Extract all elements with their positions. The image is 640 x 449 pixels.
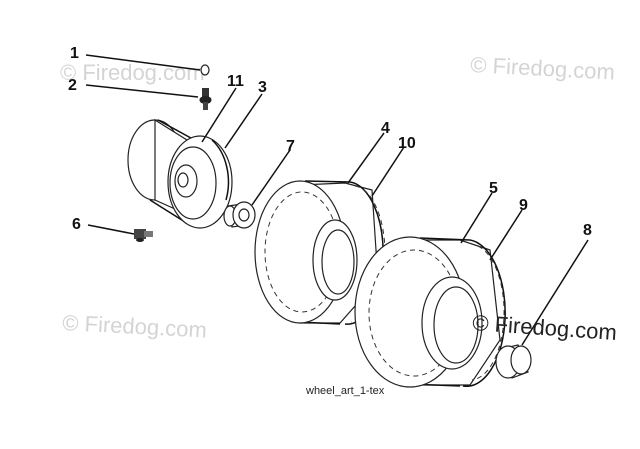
watermark-top-left: © Firedog.com — [60, 60, 205, 85]
svg-text:© Firedog.com: © Firedog.com — [62, 310, 208, 343]
callout-6: 6 — [72, 216, 81, 233]
callout-2: 2 — [68, 77, 77, 94]
svg-text:© Firedog.com: © Firedog.com — [60, 60, 205, 85]
callout-3: 3 — [258, 79, 267, 96]
watermark-top-right: © Firedog.com — [470, 52, 616, 85]
callout-1: 1 — [70, 45, 79, 62]
callout-labels: 1 2 11 3 7 4 10 6 5 9 8 — [68, 45, 592, 239]
wheel-rim-part-3 — [127, 118, 233, 229]
svg-text:© Firedog.com: © Firedog.com — [470, 52, 616, 85]
watermark-bottom-left: © Firedog.com — [62, 310, 208, 343]
fitting-part-6 — [134, 229, 153, 242]
callout-11: 11 — [227, 73, 244, 90]
callout-10: 10 — [398, 135, 416, 152]
leader-lines — [85, 54, 589, 346]
callout-5: 5 — [489, 180, 498, 197]
spacer-part-7 — [223, 201, 256, 229]
figure-caption: wheel_art_1-tex — [305, 385, 385, 397]
tire-part-5 — [354, 236, 506, 388]
callout-7: 7 — [286, 138, 295, 155]
valve-cap-part-1 — [200, 64, 210, 76]
hub-cap-part-8 — [495, 344, 532, 379]
valve-stem-part-2 — [199, 88, 212, 110]
callout-9: 9 — [519, 197, 528, 214]
callout-4: 4 — [381, 120, 390, 137]
callout-8: 8 — [583, 222, 592, 239]
